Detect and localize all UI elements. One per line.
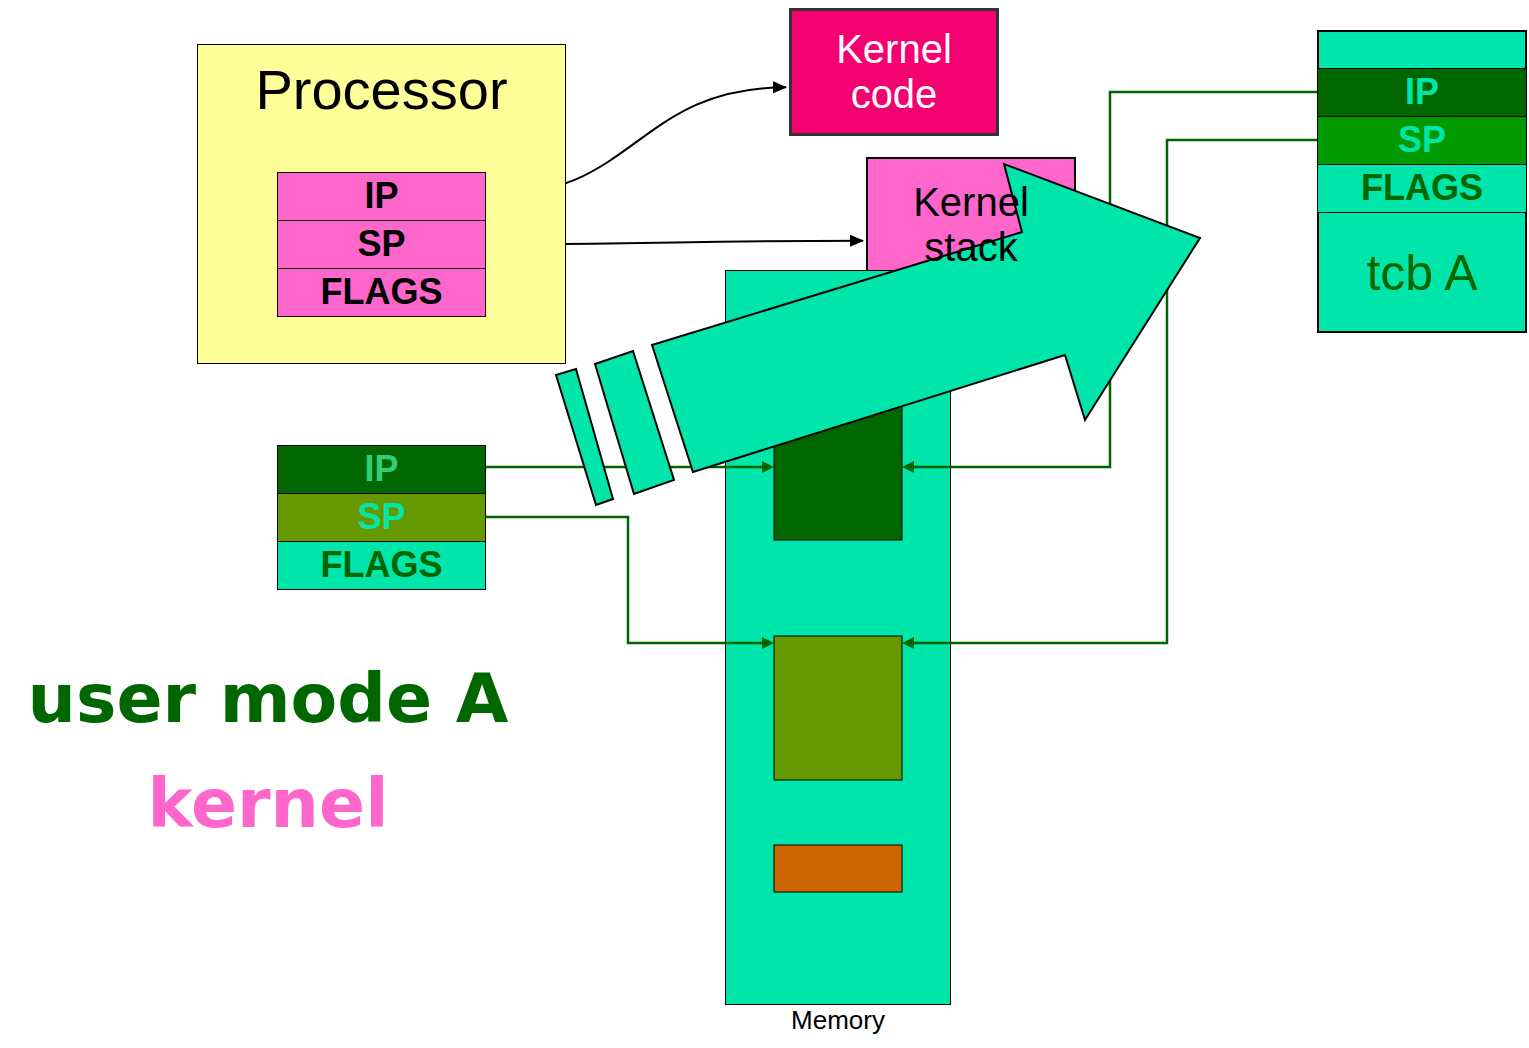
mode-label: kernel: [148, 764, 389, 843]
text-slot: FLAGS: [278, 269, 485, 316]
text-slot: tcb A: [1319, 214, 1525, 331]
stack-segment: [774, 636, 902, 780]
node-text: SP: [357, 497, 405, 537]
pointer-wire: [486, 517, 764, 643]
node-text: FLAGS: [321, 545, 443, 585]
pointer-head: [762, 637, 774, 649]
node-text: SP: [1398, 120, 1446, 160]
register: SP: [277, 220, 486, 269]
node-text: tcb A: [1366, 245, 1477, 301]
node-text: Memory: [791, 1006, 885, 1035]
thread-control-block: tcb A IP SP FLAGS: [1317, 30, 1527, 333]
node-text: SP: [357, 224, 405, 264]
pointer-head: [902, 637, 914, 649]
node-text: Kernel stack: [874, 180, 1068, 270]
text-slot: FLAGS: [1318, 165, 1526, 212]
processor-box: ProcessorIP SP FLAGS: [197, 44, 566, 364]
pointer-head: [902, 461, 914, 473]
text-slot: FLAGS: [278, 542, 485, 589]
register: IP: [1317, 68, 1527, 117]
node-text: FLAGS: [1361, 168, 1483, 208]
arrow-body: [652, 164, 1200, 472]
register: FLAGS: [277, 268, 486, 317]
kernel-code-box: Kernel code: [789, 8, 999, 136]
register: FLAGS: [1317, 164, 1527, 213]
data-segment: [774, 845, 902, 892]
node-text: Kernel code: [798, 27, 990, 117]
node-text: Processor: [255, 59, 507, 122]
register: SP: [1317, 116, 1527, 165]
text-slot: SP: [278, 221, 485, 268]
register: IP: [277, 445, 486, 494]
text-slot: IP: [278, 173, 485, 220]
node-text: IP: [364, 176, 398, 216]
text-slot: IP: [1318, 69, 1526, 116]
text-slot: SP: [278, 494, 485, 541]
mode-label: user mode A: [28, 659, 509, 738]
text-slot: Processor: [198, 59, 565, 122]
text-slot: SP: [1318, 117, 1526, 164]
text-slot: Kernel code: [792, 11, 996, 133]
node-text: IP: [364, 449, 398, 489]
pointer-head: [762, 461, 774, 473]
label-box: user mode A: [0, 658, 536, 740]
text-slot: IP: [278, 446, 485, 493]
label-box: kernel: [0, 763, 536, 845]
node-text: FLAGS: [321, 272, 443, 312]
register: FLAGS: [277, 541, 486, 590]
register: SP: [277, 493, 486, 542]
text-slot: Memory: [686, 1004, 990, 1035]
node-text: IP: [1405, 72, 1439, 112]
register: IP: [277, 172, 486, 221]
